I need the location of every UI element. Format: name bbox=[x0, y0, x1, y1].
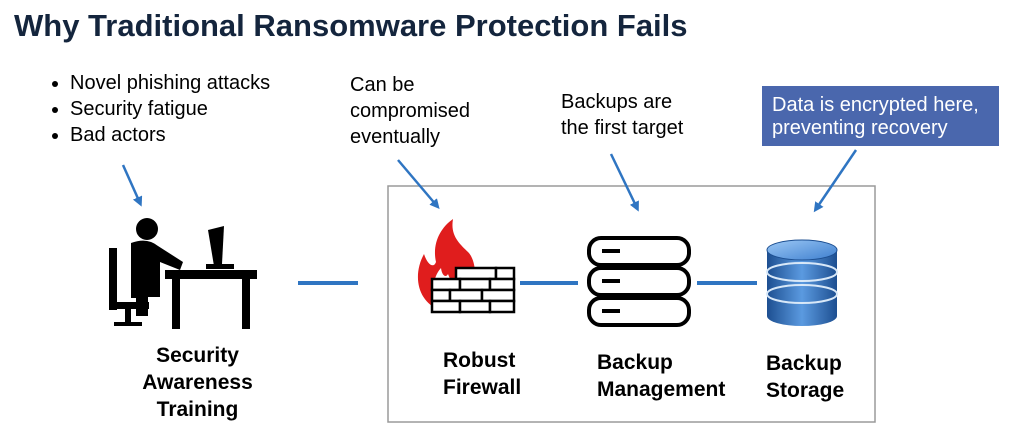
backup-storage-label: Backup Storage bbox=[766, 352, 845, 402]
protection-stack-frame bbox=[387, 185, 876, 423]
list-item: Bad actors bbox=[70, 122, 270, 148]
list-item: Novel phishing attacks bbox=[70, 70, 270, 96]
firewall-note: Can be compromised eventually bbox=[350, 74, 471, 148]
firewall-label: Robust Firewall bbox=[443, 349, 522, 399]
backup-storage-arrow bbox=[813, 149, 858, 213]
backup-management-label: Backup Management bbox=[597, 351, 726, 401]
security-awareness-label: Security Awareness Training bbox=[142, 344, 253, 421]
backup-management-arrow bbox=[609, 153, 639, 212]
firewall-arrow bbox=[397, 159, 440, 210]
list-item: Security fatigue bbox=[70, 96, 270, 122]
encryption-callout: Data is encrypted here, preventing recov… bbox=[762, 86, 999, 146]
page-title: Why Traditional Ransomware Protection Fa… bbox=[14, 8, 688, 43]
backup-management-note: Backups are the first target bbox=[561, 91, 684, 139]
person-at-desk-icon bbox=[109, 218, 257, 329]
awareness-arrow bbox=[121, 164, 143, 207]
server-stack-icon bbox=[587, 236, 691, 327]
awareness-weakness-list: Novel phishing attacks Security fatigue … bbox=[52, 70, 270, 148]
firewall-icon bbox=[417, 219, 516, 314]
database-icon bbox=[766, 239, 838, 326]
